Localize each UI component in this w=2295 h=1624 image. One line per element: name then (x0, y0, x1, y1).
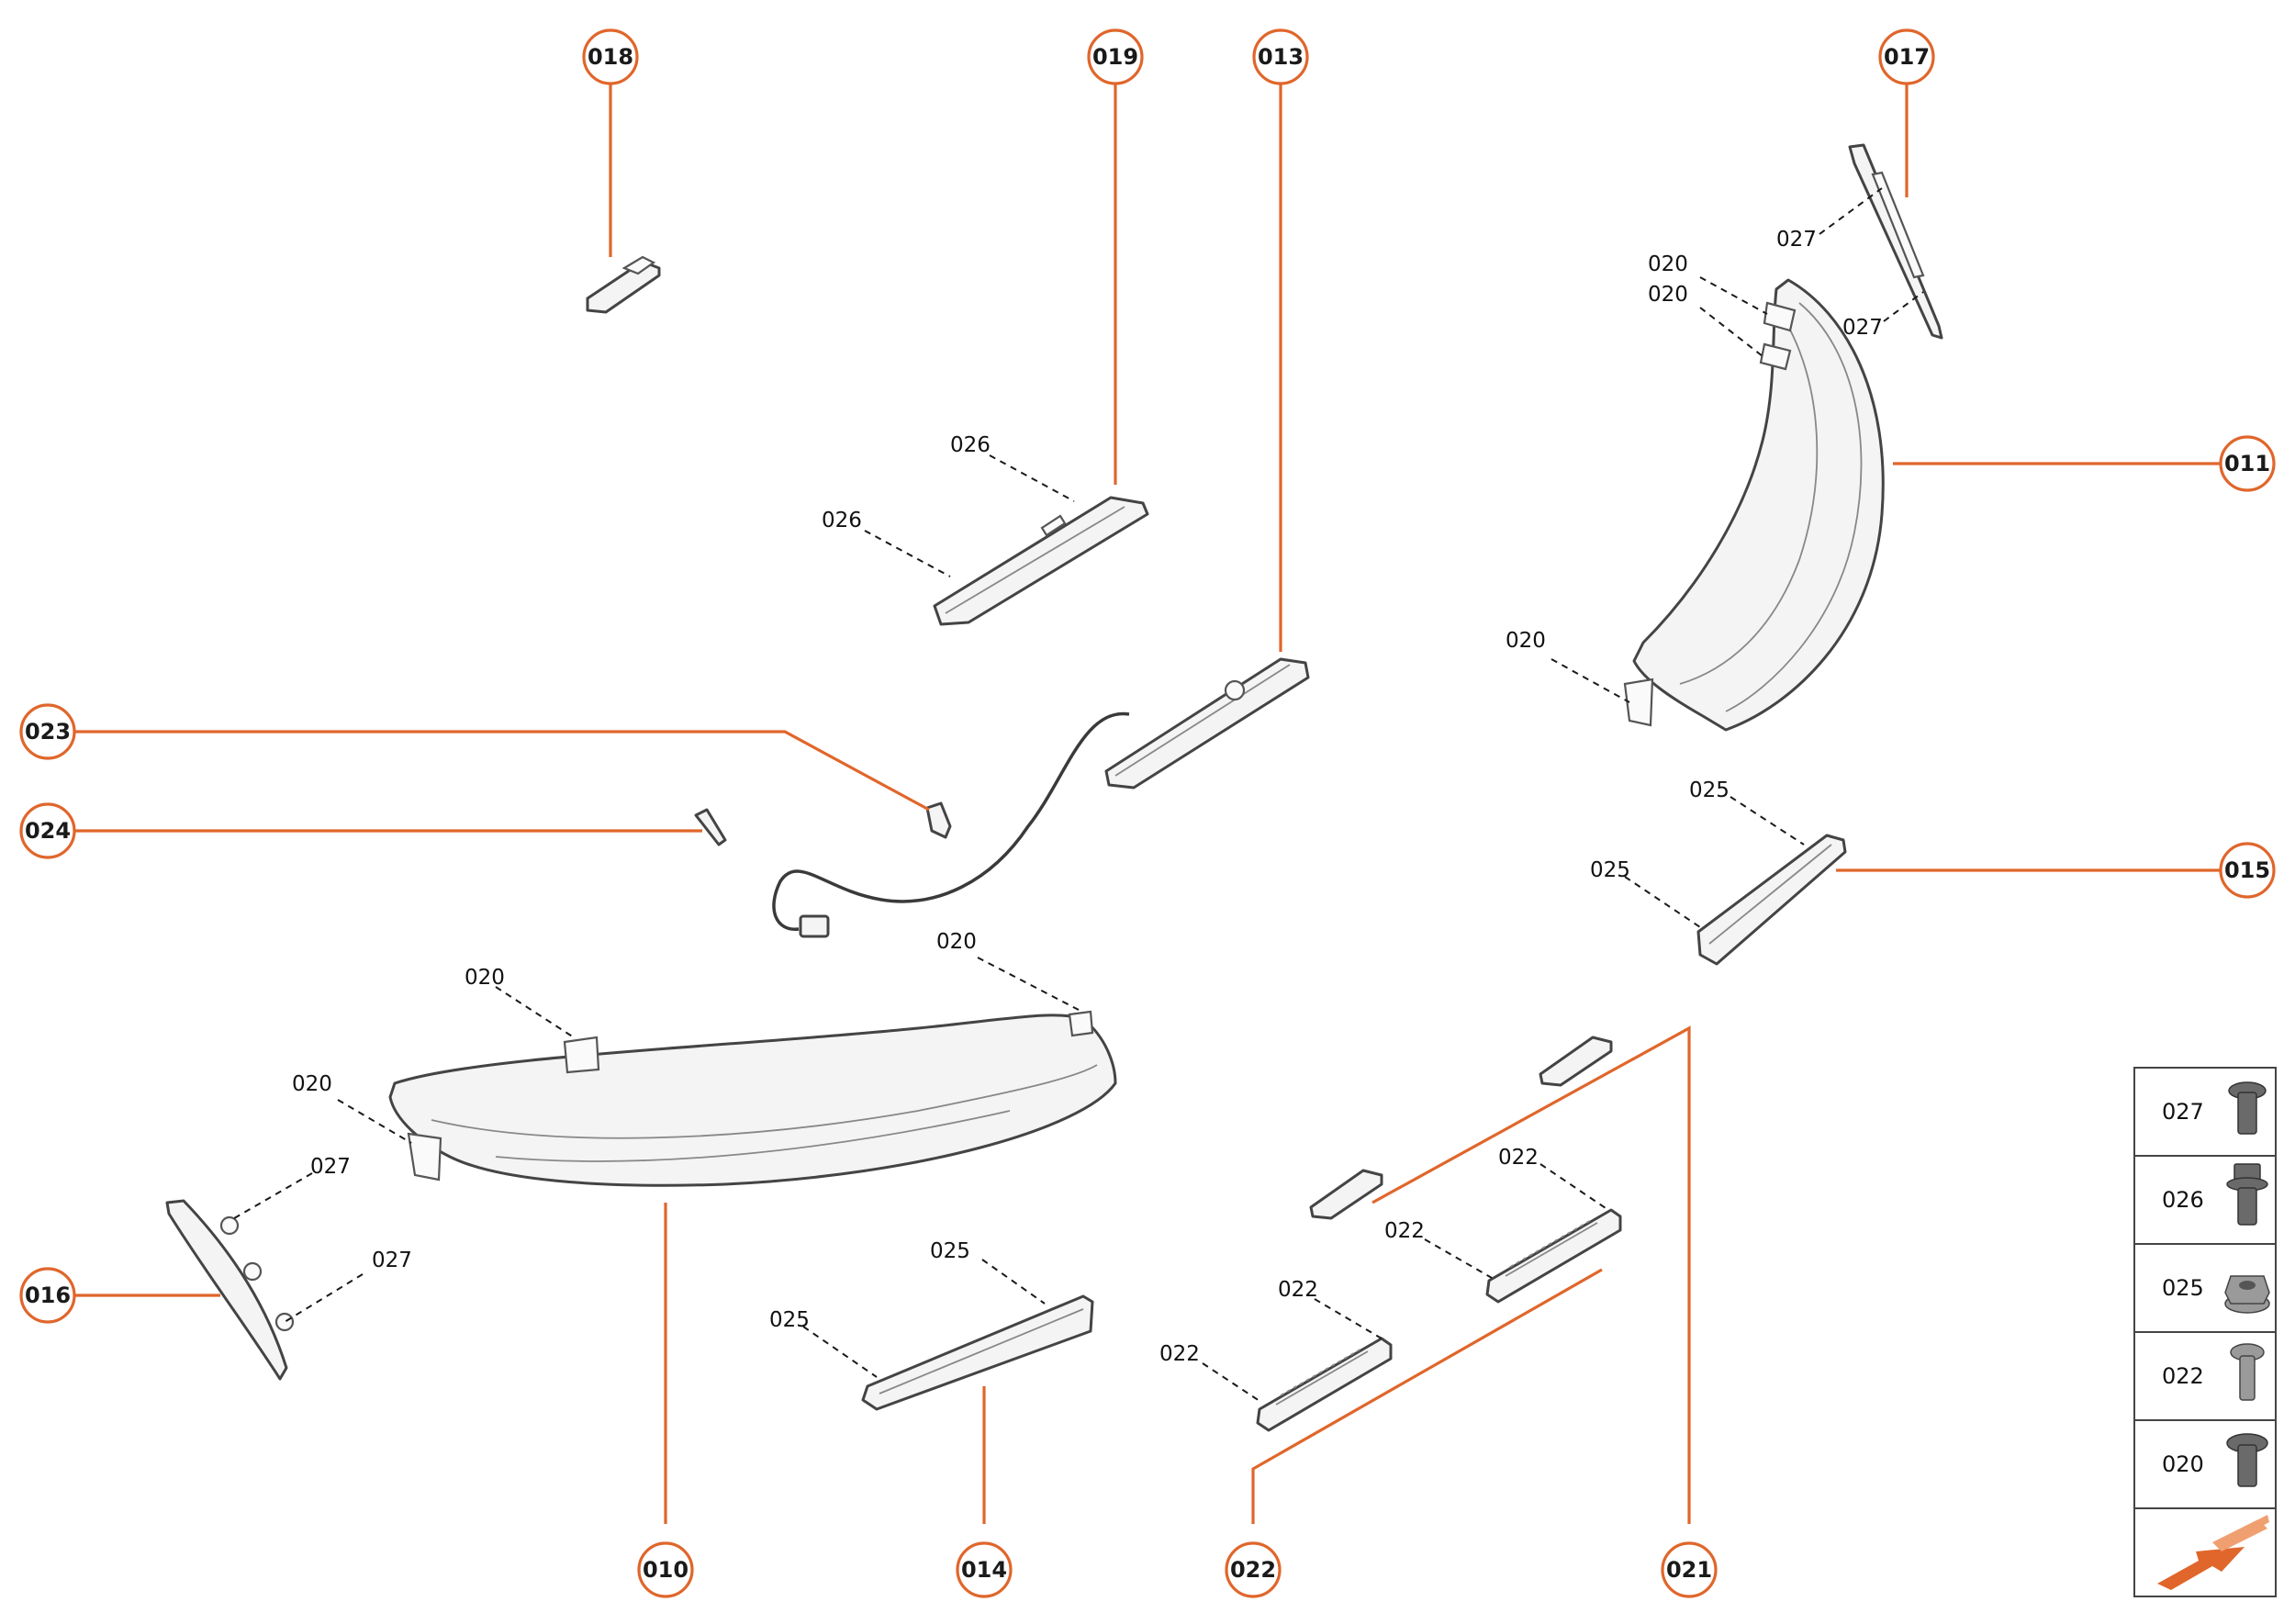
label-020: 020 (292, 1072, 332, 1096)
callout-015-label: 015 (2224, 857, 2270, 883)
part-022-led-strips (1256, 1208, 1622, 1432)
part-015-reflector (1696, 834, 1847, 966)
callout-011[interactable]: 011 (2219, 435, 2276, 492)
part-010-main-headlight (388, 1010, 1117, 1187)
label-020: 020 (936, 930, 977, 954)
label-027: 027 (1842, 316, 1883, 340)
callout-016[interactable]: 016 (19, 1267, 76, 1324)
callout-019[interactable]: 019 (1087, 28, 1144, 85)
legend-row-022: 022 (2162, 1343, 2265, 1401)
pan-head-screw-icon (2230, 1343, 2265, 1401)
callout-021-label: 021 (1666, 1557, 1712, 1583)
legend-row-020: 020 (2162, 1433, 2268, 1487)
legend-row-025: 025 (2162, 1275, 2270, 1314)
part-011-curved-housing (1623, 278, 1885, 732)
legend-label-027: 027 (2162, 1099, 2204, 1125)
torx-flange-screw-icon (2228, 1081, 2267, 1135)
label-022: 022 (1498, 1146, 1539, 1170)
part-017-trim-strip (1848, 143, 1943, 340)
callout-017-label: 017 (1884, 44, 1930, 70)
callout-010-label: 010 (643, 1557, 688, 1583)
callout-023-label: 023 (25, 719, 71, 745)
callout-010[interactable]: 010 (637, 1541, 694, 1598)
label-020: 020 (1648, 252, 1688, 276)
part-013-light-strip (772, 657, 1310, 938)
part-024-clip (694, 808, 727, 846)
label-020: 020 (1506, 629, 1546, 653)
legend-label-026: 026 (2162, 1187, 2204, 1213)
callout-011-label: 011 (2224, 451, 2270, 476)
callout-021[interactable]: 021 (1661, 1541, 1718, 1598)
callout-016-label: 016 (25, 1282, 71, 1308)
label-025: 025 (1590, 858, 1630, 882)
part-018-connector (586, 255, 661, 314)
label-027: 027 (372, 1249, 412, 1272)
fastener-legend: 027 026 025 022 (2133, 1067, 2277, 1597)
callout-024-label: 024 (25, 818, 71, 844)
part-021-connectors (1309, 1036, 1613, 1220)
callout-013[interactable]: 013 (1252, 28, 1309, 85)
label-022: 022 (1159, 1342, 1200, 1366)
callout-019-label: 019 (1092, 44, 1138, 70)
legend-label-020: 020 (2162, 1451, 2204, 1477)
callout-015[interactable]: 015 (2219, 842, 2276, 899)
part-014-reflector (861, 1294, 1094, 1411)
callout-017[interactable]: 017 (1878, 28, 1935, 85)
torx-flange-screw-icon (2226, 1433, 2268, 1487)
label-020: 020 (1648, 283, 1688, 307)
label-025: 025 (1689, 778, 1730, 802)
label-022: 022 (1384, 1219, 1425, 1243)
legend-label-022: 022 (2162, 1363, 2204, 1389)
callout-022-label: 022 (1230, 1557, 1276, 1583)
label-022: 022 (1278, 1278, 1318, 1302)
legend-row-027: 027 (2162, 1081, 2267, 1135)
callout-018-label: 018 (588, 44, 633, 70)
part-016-reflector (165, 1199, 295, 1381)
callout-023[interactable]: 023 (19, 703, 76, 760)
callout-024[interactable]: 024 (19, 802, 76, 859)
label-020: 020 (465, 966, 505, 990)
callout-022[interactable]: 022 (1225, 1541, 1282, 1598)
direction-arrow-icon (2157, 1515, 2269, 1590)
label-026: 026 (950, 433, 991, 457)
legend-label-025: 025 (2162, 1275, 2204, 1301)
hex-flange-bolt-icon (2226, 1163, 2268, 1226)
legend-row-026: 026 (2162, 1163, 2268, 1226)
callout-014-label: 014 (961, 1557, 1007, 1583)
label-027: 027 (1776, 228, 1817, 252)
label-025: 025 (930, 1239, 970, 1263)
label-026: 026 (822, 509, 862, 532)
part-019-light-strip (933, 496, 1149, 626)
label-027: 027 (310, 1155, 351, 1179)
callout-013-label: 013 (1258, 44, 1304, 70)
label-025: 025 (769, 1308, 810, 1332)
part-023-clip (925, 801, 952, 839)
hex-flange-nut-icon (2224, 1275, 2270, 1314)
callout-014[interactable]: 014 (956, 1541, 1013, 1598)
callout-018[interactable]: 018 (582, 28, 639, 85)
